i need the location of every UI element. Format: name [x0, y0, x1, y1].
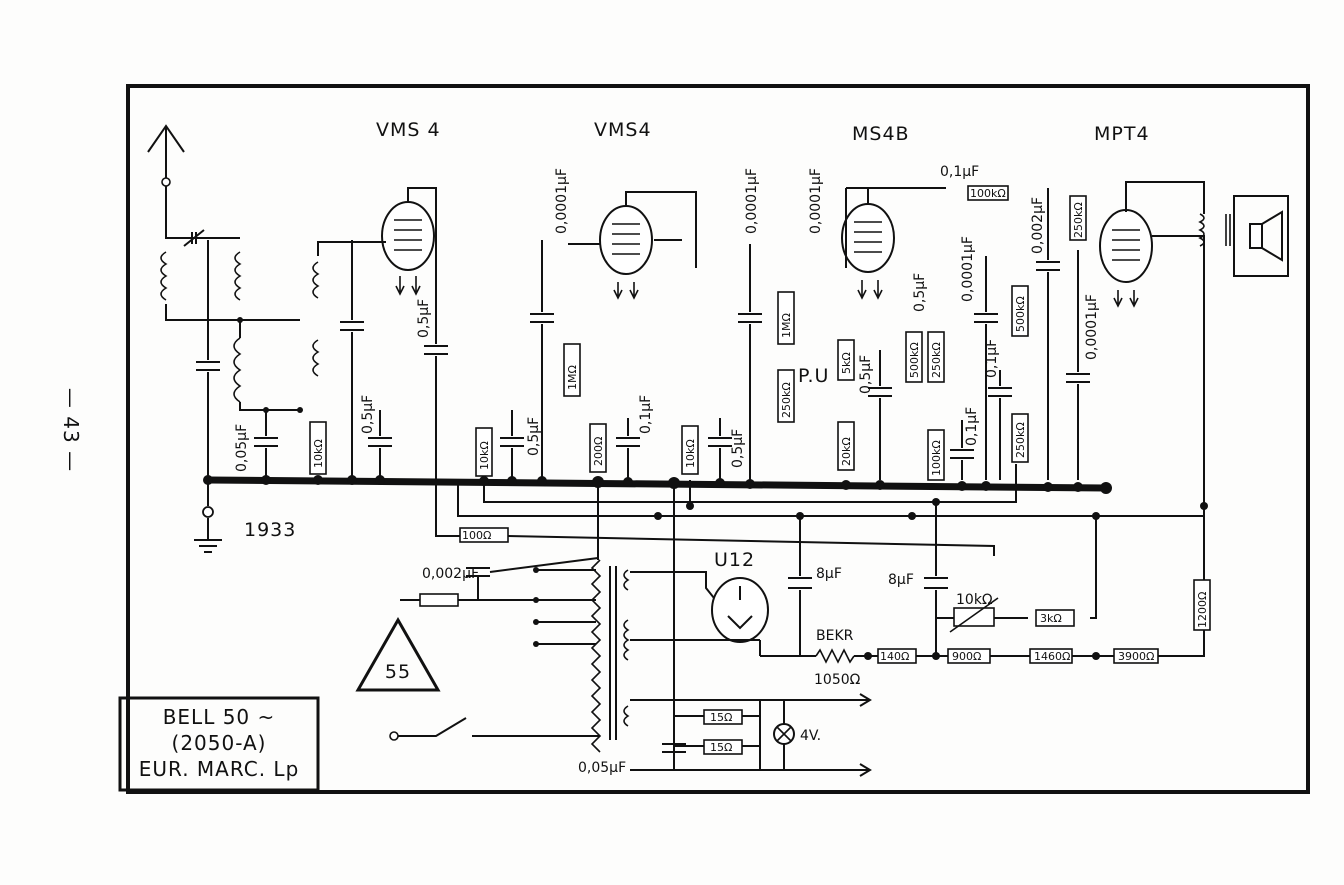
label-c-05-f: 0,5μF	[912, 273, 928, 312]
label-r-100-a: 100Ω	[462, 529, 491, 542]
ground-symbol	[194, 518, 222, 553]
label-c-05-c: 0,5μF	[526, 417, 542, 456]
tube-vms4-2	[568, 191, 697, 300]
label-r-10k-b: 10kΩ	[478, 441, 491, 470]
label-c-0001-b: 0,0001μF	[744, 168, 760, 234]
label-c-0001-c: 0,0001μF	[808, 168, 824, 234]
bus-junctions	[203, 475, 1112, 494]
heater-circuit	[630, 693, 872, 777]
label-r-140: 140Ω	[880, 650, 909, 663]
label-r-900: 900Ω	[952, 650, 981, 663]
tube-label-rectifier: U12	[714, 549, 755, 571]
info-line-2: (2050-A)	[172, 731, 267, 755]
label-c-8-a: 8μF	[816, 566, 842, 582]
label-r-10k-c: 10kΩ	[684, 439, 697, 468]
label-c-05-e: 0,5μF	[858, 355, 874, 394]
label-c-0001-e: 0,0001μF	[1084, 294, 1100, 360]
label-c-05-d: 0,5μF	[730, 429, 746, 468]
page-number: — 43 —	[59, 388, 83, 472]
label-c-01-c: 0,1μF	[984, 339, 1000, 378]
label-c-0001-d: 0,0001μF	[960, 236, 976, 302]
tube-label-output: MPT4	[1094, 123, 1150, 145]
label-c-05-b: 0,5μF	[416, 299, 432, 338]
label-r-1m-a: 1MΩ	[566, 365, 579, 390]
tube-mpt4	[1099, 181, 1205, 580]
label-c-0002-b: 0,002μF	[422, 566, 479, 582]
label-r-1460: 1460Ω	[1034, 650, 1070, 663]
antenna-symbol	[147, 124, 240, 247]
tube-label-detector: MS4B	[852, 123, 910, 145]
label-r-250k-b: 250kΩ	[930, 342, 943, 378]
label-r-3k: 3kΩ	[1040, 612, 1062, 625]
label-c-005-b: 0,05μF	[578, 760, 626, 776]
label-r-250k-a: 250kΩ	[780, 382, 793, 418]
tube-label-rf2: VMS4	[594, 119, 652, 141]
rectifier-u12	[630, 571, 769, 656]
label-r-3900: 3900Ω	[1118, 650, 1154, 663]
label-r-10k-a: 10kΩ	[312, 439, 325, 468]
label-c-05-a: 0,5μF	[360, 395, 376, 434]
supply-wiring	[435, 410, 1208, 770]
info-line-1: BELL 50 ~	[163, 705, 276, 729]
year-label: 1933	[244, 519, 296, 541]
label-r-200: 200Ω	[592, 437, 605, 466]
label-r-15-b: 15Ω	[710, 741, 732, 754]
label-c-0002-a: 0,002μF	[1030, 197, 1046, 254]
tube-vms4-1	[317, 187, 437, 296]
label-r-5k: 5kΩ	[840, 352, 853, 374]
label-r-1200: 1200Ω	[1196, 592, 1209, 628]
label-lamp: 4V.	[800, 728, 821, 744]
vertical-resistors	[309, 195, 1211, 631]
label-pot-10k: 10kΩ	[956, 592, 993, 608]
label-r-500k-a: 500kΩ	[908, 342, 921, 378]
label-r-100k-top: 100kΩ	[970, 187, 1006, 200]
input-coils	[160, 251, 320, 413]
bus-capacitors	[196, 188, 1090, 480]
label-r-250k-c: 250kΩ	[1014, 422, 1027, 458]
info-box: BELL 50 ~ (2050-A) EUR. MARC. Lp	[118, 696, 320, 792]
schematic-frame	[126, 84, 1310, 794]
label-r-500k-b: 500kΩ	[1014, 296, 1027, 332]
label-bekr: BEKR	[816, 628, 854, 644]
label-c-8-b: 8μF	[888, 572, 914, 588]
tube-ms4b	[841, 187, 946, 300]
badge-number: 55	[385, 661, 411, 683]
label-c-0001-a: 0,0001μF	[554, 168, 570, 234]
label-r-250k-d: 250kΩ	[1072, 202, 1085, 238]
label-c-01-a: 0,1μF	[638, 395, 654, 434]
label-r-20k: 20kΩ	[840, 437, 853, 466]
label-r-1m-b: 1MΩ	[780, 313, 793, 338]
label-c-01-top: 0,1μF	[940, 164, 979, 180]
speaker	[1198, 195, 1289, 277]
ground-bus	[204, 476, 1110, 492]
mains-transformer	[389, 557, 630, 753]
label-c-01-b: 0,1μF	[964, 407, 980, 446]
label-r-1050: 1050Ω	[814, 672, 861, 688]
info-line-3: EUR. MARC. Lp	[139, 757, 300, 781]
label-c-005-a: 0,05μF	[234, 424, 250, 472]
label-r-100k-b: 100kΩ	[930, 440, 943, 476]
label-pu: P.U	[798, 365, 829, 387]
tube-label-rf1: VMS 4	[376, 119, 441, 141]
label-r-15-a: 15Ω	[710, 711, 732, 724]
badge-triangle: 55	[355, 616, 441, 692]
